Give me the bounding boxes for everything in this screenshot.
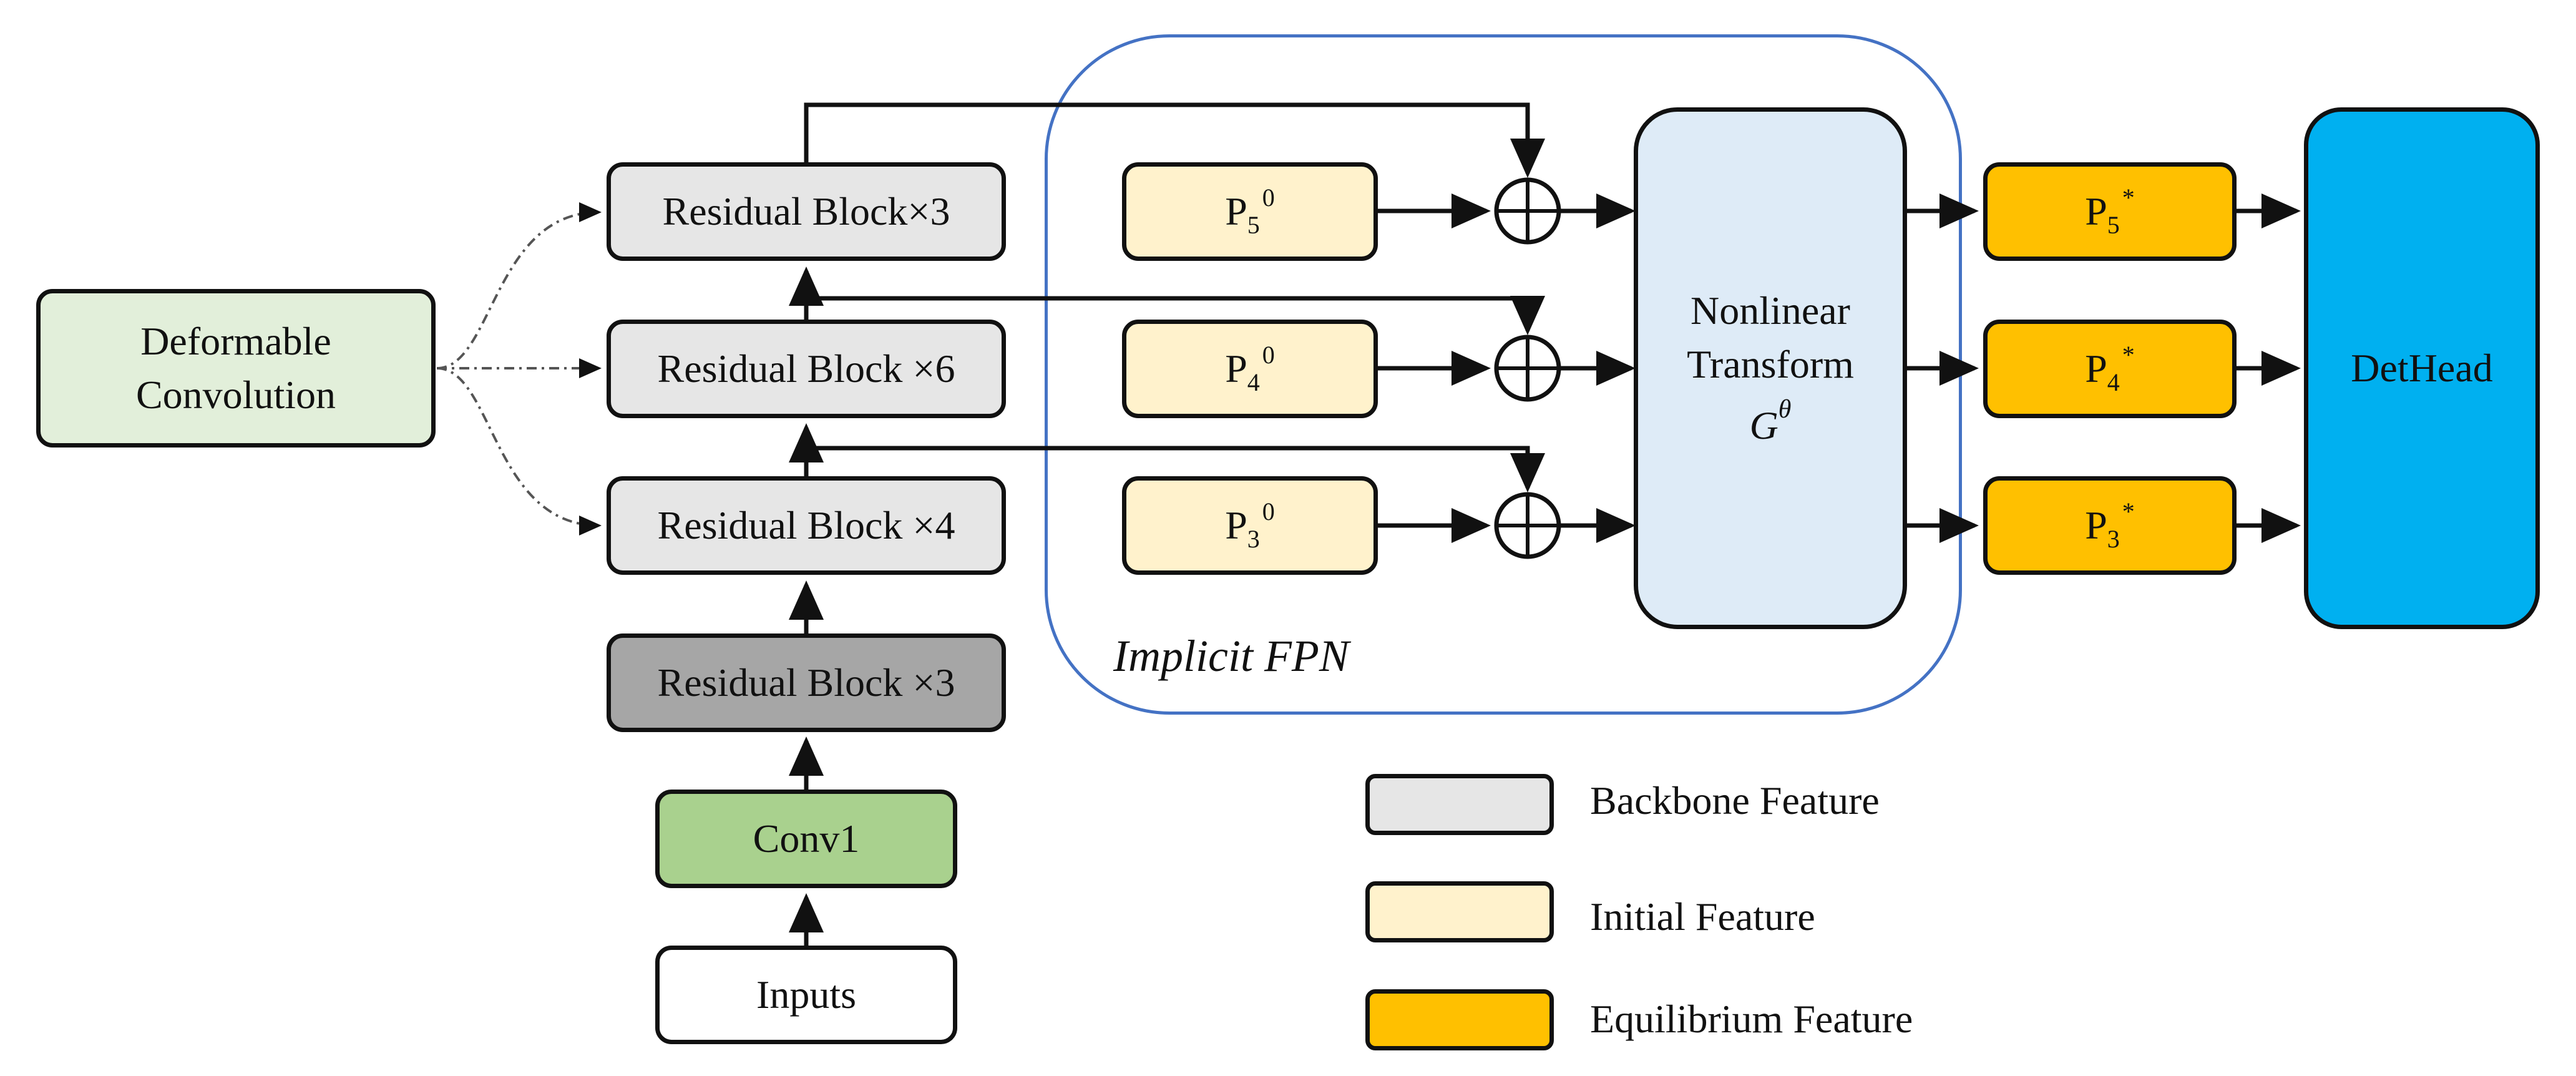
conv1-label: Conv1 <box>753 816 860 861</box>
sum-node-p5 <box>1494 177 1561 245</box>
sum-node-p4 <box>1494 335 1561 402</box>
sum-node-p3 <box>1494 492 1561 559</box>
dethead-label: DetHead <box>2351 345 2493 390</box>
initial-feature-p3: P30 <box>1122 476 1378 575</box>
skip-stage5-to-sum5 <box>804 102 1545 178</box>
equilibrium-feature-p5: P5* <box>1983 162 2237 261</box>
skip-stage3-to-sum3 <box>806 446 1545 492</box>
nonlinear-transform-block: Nonlinear Transform Gθ <box>1634 107 1907 629</box>
dethead-block: DetHead <box>2304 107 2540 629</box>
deform-curve-to-stage3 <box>436 367 602 536</box>
residual-block-stage5: Residual Block×3 <box>607 162 1006 261</box>
stage2-label: Residual Block ×3 <box>657 660 955 705</box>
initial-feature-p4: P40 <box>1122 320 1378 418</box>
legend-label-initial: Initial Feature <box>1590 894 1815 939</box>
legend-label-backbone: Backbone Feature <box>1590 778 1880 823</box>
legend-label-equilibrium: Equilibrium Feature <box>1590 997 1913 1041</box>
stage4-label: Residual Block ×6 <box>657 346 955 391</box>
equilibrium-feature-p3: P3* <box>1983 476 2237 575</box>
deform-curve-to-stage5 <box>436 202 602 369</box>
deformable-label-line2: Convolution <box>135 373 336 417</box>
skip-stage4-to-sum4 <box>806 296 1545 335</box>
stage3-label: Residual Block ×4 <box>657 502 955 547</box>
stage5-label: Residual Block×3 <box>662 188 950 233</box>
inputs-label: Inputs <box>756 972 856 1017</box>
transform-symbol: Gθ <box>1749 394 1792 448</box>
residual-block-stage3: Residual Block ×4 <box>607 476 1006 575</box>
initial-feature-p5: P50 <box>1122 162 1378 261</box>
deformable-convolution-block: Deformable Convolution <box>36 289 436 448</box>
legend-swatch-initial <box>1365 881 1554 942</box>
legend-swatch-equilibrium <box>1365 989 1554 1050</box>
residual-block-stage4: Residual Block ×6 <box>607 320 1006 418</box>
equilibrium-feature-p4: P4* <box>1983 320 2237 418</box>
implicit-fpn-caption: Implicit FPN <box>1113 631 1349 681</box>
deformable-label-line1: Deformable <box>140 318 331 363</box>
conv1-block: Conv1 <box>655 790 957 888</box>
residual-block-stage2: Residual Block ×3 <box>607 633 1006 732</box>
inputs-block: Inputs <box>655 946 957 1044</box>
transform-label-line2: Transform <box>1687 342 1854 387</box>
legend-swatch-backbone <box>1365 774 1554 835</box>
transform-label-line1: Nonlinear <box>1690 288 1850 333</box>
